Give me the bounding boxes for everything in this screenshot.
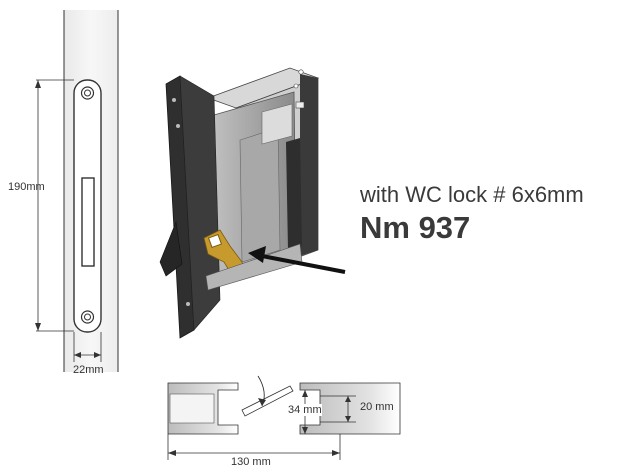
height-label: 190mm — [8, 181, 45, 193]
faceplate-width-label: 22mm — [73, 364, 104, 376]
lock-render — [159, 67, 320, 339]
latch-opening — [81, 177, 95, 267]
section-blade — [241, 385, 294, 417]
section-view — [167, 375, 401, 460]
cutout-depth-label: 34 mm — [288, 404, 322, 416]
door-side-label: 20 mm — [360, 401, 394, 413]
caption-text: with WC lock # 6x6mm — [360, 182, 584, 207]
total-width-label: 130 mm — [231, 456, 271, 468]
model-number: Nm 937 — [360, 210, 471, 245]
front-view — [35, 10, 119, 372]
latch-bolt — [159, 220, 183, 277]
pointer-arrow — [248, 246, 346, 274]
